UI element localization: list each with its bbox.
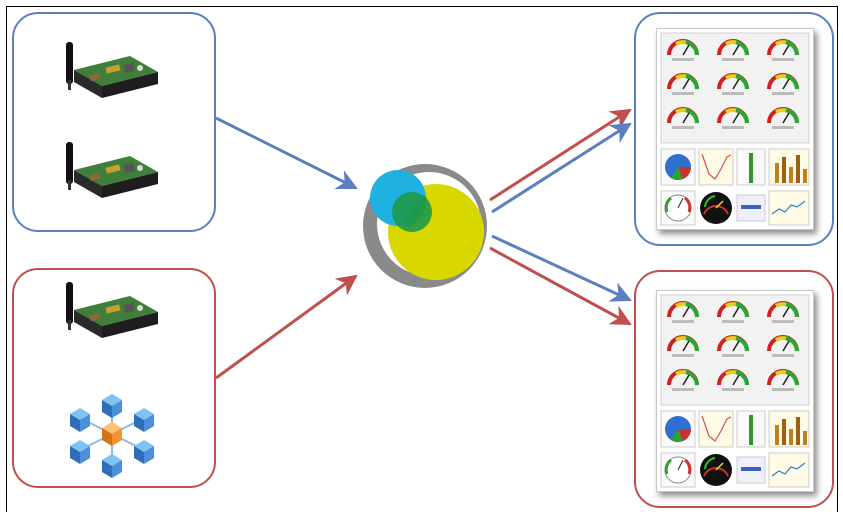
dashboard-2-graphics [660, 294, 810, 488]
arrow-group1-to-hub [215, 116, 358, 190]
bar-indicator-icon [749, 153, 753, 183]
trend-line-icon [771, 200, 806, 215]
network-cluster-icon [70, 394, 154, 478]
sensor-group-1-box [12, 12, 216, 232]
bar-indicator-icon [749, 415, 753, 445]
dashboard-1-panel [656, 28, 814, 230]
arrow-group2-to-hub [215, 274, 358, 380]
slider-indicator-icon [741, 205, 761, 209]
dashboard-1-graphics [660, 32, 810, 226]
hub-logo-icon [363, 164, 487, 288]
bar-chart-icon [775, 155, 807, 183]
arrow-hub-to-dashboard2-blue [491, 234, 632, 302]
bar-chart-icon [775, 417, 807, 445]
trend-line-icon [771, 462, 806, 477]
arrow-hub-to-dashboard1-red [489, 108, 632, 202]
wireless-sensor-board-icon [66, 282, 158, 338]
wireless-sensor-board-icon [66, 42, 158, 98]
arrow-hub-to-dashboard1-blue [491, 122, 632, 214]
dashboard-2-panel [656, 290, 814, 492]
slider-indicator-icon [741, 467, 761, 471]
line-chart-icon [701, 153, 732, 180]
line-chart-icon [701, 415, 732, 442]
figure-frame [6, 6, 838, 512]
arrow-hub-to-dashboard2-red [489, 246, 632, 326]
wireless-sensor-board-icon [66, 142, 158, 198]
